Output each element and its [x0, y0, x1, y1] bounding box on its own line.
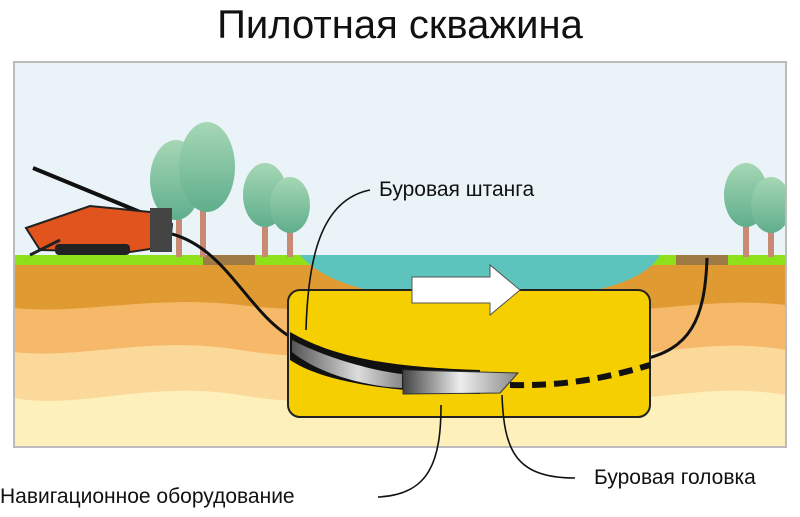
entry-pit [203, 255, 255, 265]
leader-drill-rod [305, 189, 371, 331]
exit-pit [676, 255, 728, 265]
leader-navigation [377, 404, 442, 498]
exit-path [639, 257, 709, 362]
label-drill-rod: Буровая штанга [379, 178, 535, 201]
navigation-zone [287, 289, 651, 418]
tree-icon [150, 122, 786, 257]
drilling-rig-icon [24, 166, 174, 257]
scene [14, 62, 786, 447]
leader-drill-head [501, 394, 576, 479]
label-navigation: Навигационное оборудование [0, 485, 295, 508]
diagram-frame [13, 61, 787, 448]
planned-path [509, 362, 651, 389]
label-drill-head: Буровая головка [594, 466, 756, 489]
drill-head [402, 369, 520, 395]
page-title: Пилотная скважина [217, 3, 583, 47]
direction-arrow-icon [411, 263, 521, 317]
drill-path [171, 232, 301, 344]
